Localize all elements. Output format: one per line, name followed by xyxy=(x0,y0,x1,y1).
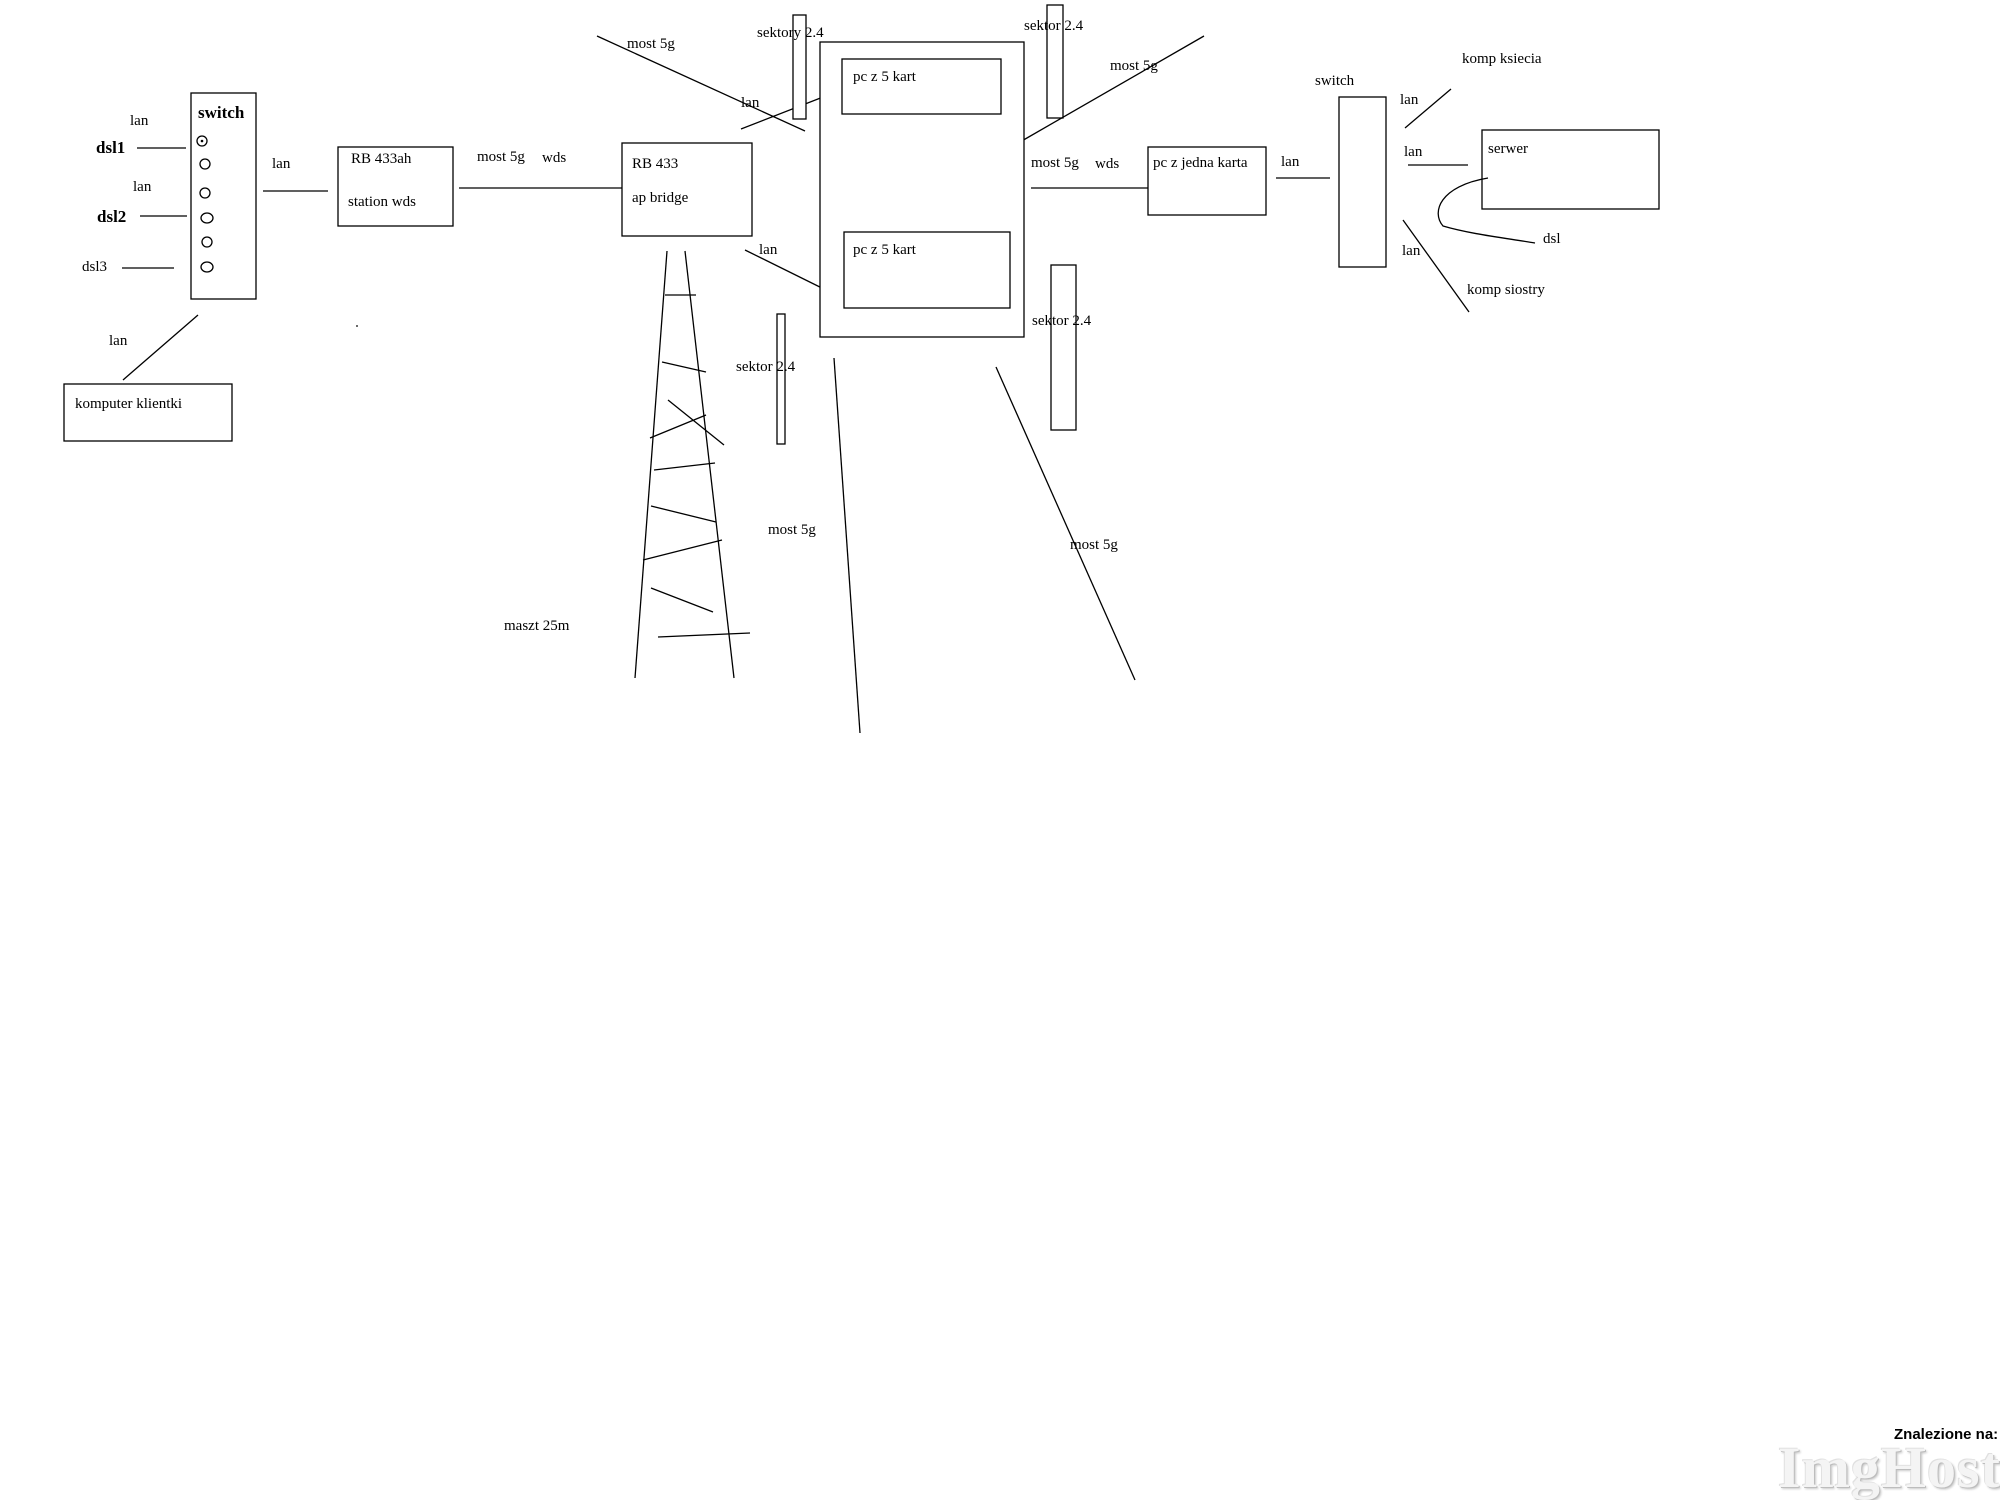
mast-brace-3 xyxy=(667,399,725,446)
lan-right-2-label: lan xyxy=(1404,144,1423,160)
mast-brace-5 xyxy=(653,462,716,471)
rb433-label: RB 433 xyxy=(632,156,678,172)
sector-antenna-top-left xyxy=(792,14,807,120)
pc-5-cards-top-box xyxy=(841,58,1002,115)
lan-client-label: lan xyxy=(109,333,128,349)
mast-brace-7 xyxy=(642,539,723,561)
switch-port-5 xyxy=(201,236,213,248)
lan-right-1-label: lan xyxy=(1400,92,1419,108)
switch-port-3 xyxy=(199,187,211,199)
wds-left-label: wds xyxy=(542,150,566,166)
mast-brace-2 xyxy=(661,361,707,373)
sector-24-right-label: sektor 2.4 xyxy=(1032,313,1092,329)
sector-24-left-label: sektor 2.4 xyxy=(736,359,796,375)
sector-antenna-right xyxy=(1050,264,1077,431)
server-box xyxy=(1481,129,1660,210)
stray-dot xyxy=(356,325,358,327)
mast-label: maszt 25m xyxy=(504,618,570,634)
lan-right-3-label: lan xyxy=(1402,243,1421,259)
rb433ah-label: RB 433ah xyxy=(351,151,412,167)
switch-client-line xyxy=(122,314,199,381)
mast-brace-9 xyxy=(657,632,751,638)
lan-left-2-label: lan xyxy=(133,179,152,195)
pc-5-cards-bottom-label: pc z 5 kart xyxy=(853,242,917,258)
switch-port-4 xyxy=(200,212,214,224)
dsl3-label: dsl3 xyxy=(82,259,107,275)
mast-left-leg xyxy=(634,250,668,679)
most-5g-bottom-left-line xyxy=(833,357,861,734)
rb433ah-box xyxy=(337,146,454,227)
dsl2-label: dsl2 xyxy=(97,207,126,226)
station-wds-label: station wds xyxy=(348,194,416,210)
pc-5-cards-bottom-box xyxy=(843,231,1011,309)
ap-bridge-label: ap bridge xyxy=(632,190,689,206)
client-computer-box xyxy=(63,383,233,442)
most-5g-wds-right-label: most 5g xyxy=(1031,155,1079,171)
mast-brace-6 xyxy=(650,505,717,523)
switch-left-label: switch xyxy=(198,103,245,122)
watermark-label: Znalezione na: xyxy=(1894,1426,1999,1443)
lan-pc-top-label: lan xyxy=(741,95,760,111)
server-dsl-cable xyxy=(1437,177,1536,244)
komp-siostry-label: komp siostry xyxy=(1467,282,1545,298)
switch-port-1 xyxy=(196,135,208,147)
lan-pc-switch-label: lan xyxy=(1281,154,1300,170)
most-5g-bottom-left-label: most 5g xyxy=(768,522,816,538)
most-5g-bottom-right-label: most 5g xyxy=(1070,537,1118,553)
most-5g-top-left-line xyxy=(596,35,806,132)
most-5g-top-left-label: most 5g xyxy=(627,36,675,52)
client-computer-label: komputer klientki xyxy=(75,396,182,412)
sector-24-top-label: sektor 2.4 xyxy=(1024,18,1084,34)
komp-ksiecia-label: komp ksiecia xyxy=(1462,51,1542,67)
dsl-right-label: dsl xyxy=(1543,231,1561,247)
switch-port-2 xyxy=(199,158,211,170)
lan-pc-bottom-label: lan xyxy=(759,242,778,258)
mast-right-leg xyxy=(684,250,735,679)
mast-brace-4 xyxy=(649,414,707,439)
most-5g-top-right-line xyxy=(1019,35,1205,143)
most-5g-wds-left-label: most 5g xyxy=(477,149,525,165)
switch-port-6 xyxy=(200,261,214,273)
sectors-24-label: sektory 2.4 xyxy=(757,25,824,41)
most-5g-bottom-right-line xyxy=(995,366,1136,681)
lan-right-3-line xyxy=(1402,219,1470,313)
most-5g-top-right-label: most 5g xyxy=(1110,58,1158,74)
switch-port-1-dot xyxy=(200,139,204,143)
mast-brace-8 xyxy=(650,587,714,613)
switch-right-box xyxy=(1338,96,1387,268)
switch-right-label: switch xyxy=(1315,73,1355,89)
sector-antenna-left xyxy=(776,313,786,445)
pc-5-cards-top-label: pc z 5 kart xyxy=(853,69,917,85)
mast xyxy=(634,250,751,679)
pc-single-card-label: pc z jedna karta xyxy=(1153,155,1248,171)
lan-left-1-label: lan xyxy=(130,113,149,129)
lan-switch-rb-label: lan xyxy=(272,156,291,172)
watermark-logo: ImgHost.pl xyxy=(1778,1435,2000,1500)
server-label: serwer xyxy=(1488,141,1528,157)
pc-single-card-box xyxy=(1147,146,1267,216)
rb433-box xyxy=(621,142,753,237)
dsl1-label: dsl1 xyxy=(96,138,125,157)
wds-right-label: wds xyxy=(1095,156,1119,172)
lan-right-1-line xyxy=(1404,88,1452,129)
sector-antenna-top-right xyxy=(1046,4,1064,119)
switch-left-ports xyxy=(196,135,214,273)
